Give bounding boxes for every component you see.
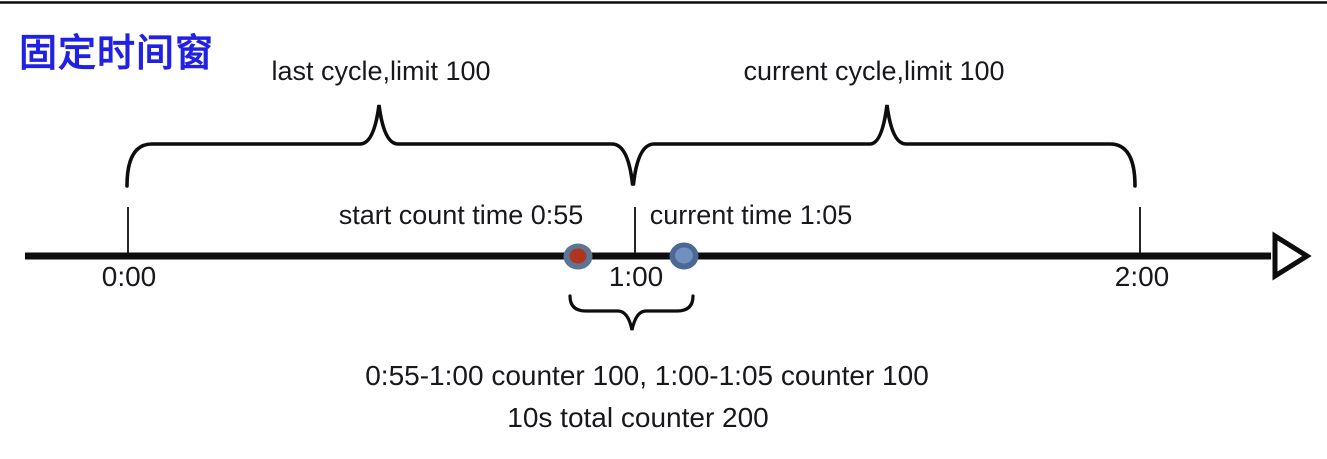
timeline-arrowhead-icon [1272, 231, 1312, 281]
page-title: 固定时间窗 [19, 33, 215, 75]
tick-label-000: 0:00 [101, 261, 157, 292]
current-cycle-label: current cycle,limit 100 [743, 56, 1005, 86]
tick-label-200: 2:00 [1114, 261, 1170, 292]
current-time-label: current time 1:05 [649, 200, 853, 230]
current-time-marker-dot [675, 247, 693, 264]
current-cycle-brace [631, 104, 1137, 188]
total-counter-line: 10s total counter 200 [507, 402, 769, 433]
last-cycle-label: last cycle,limit 100 [271, 56, 491, 86]
count-window-brace [568, 294, 695, 331]
last-cycle-brace [125, 104, 635, 188]
tick-label-100: 1:00 [608, 261, 664, 292]
start-count-time-label: start count time 0:55 [338, 200, 584, 230]
counter-summary-line: 0:55-1:00 counter 100, 1:00-1:05 counter… [365, 360, 929, 391]
start-count-marker-dot [569, 248, 587, 264]
